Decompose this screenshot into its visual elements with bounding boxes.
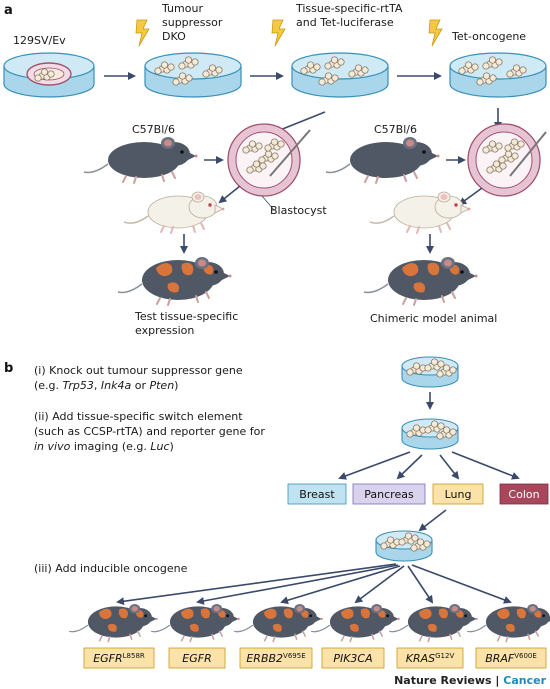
dish4-label: Tet-oncogene [451,30,526,43]
oncogene-mouse-icon [310,603,401,643]
oncogene-box: BRAFV600E [475,647,547,669]
oncogene-mouse-icon [68,603,159,643]
dish-b-1 [401,356,459,388]
step3: (iii) Add inducible oncogene [34,562,188,575]
mouse-right-label: C57Bl/6 [374,123,417,136]
oncogene-label: BRAFV600E [485,652,537,665]
oncogene-label: ERBB2V695E [246,652,305,665]
dish-tumour-suppressor-dko: Tumour suppressor DKO [135,2,242,98]
result-left-line1: Test tissue-specific [134,310,238,323]
blastocyst-left-icon [227,123,311,197]
journal-credit: Nature Reviews | Cancer [394,674,546,687]
tissue-label: Lung [445,488,472,501]
tissue-arrows [338,451,520,480]
oncogene-box: EGFR [168,647,226,669]
oncogene-box: PIK3CA [321,647,385,669]
result-right: Chimeric model animal [370,312,497,325]
dish3-label-line2: and Tet-luciferase [296,16,394,29]
oncogene-mouse-icon [466,603,550,643]
tissue-label: Colon [508,488,539,501]
dish-129sv-ev: 129SV/Ev [3,34,95,98]
tissue-label: Pancreas [364,488,414,501]
oncogene-arrows [116,563,512,606]
oncogene-mouse-icon [388,603,479,643]
dish2-label-line1: Tumour [161,2,203,15]
dish-tet-oncogene: Tet-oncogene [428,19,547,98]
arrow [218,185,241,204]
oncogene-label: KRASG12V [406,652,455,665]
lightning-icon [135,19,150,47]
dish3-label-line1: Tissue-specific-rtTA [295,2,403,15]
oncogene-mouse-icon [233,603,324,643]
dish2-label-line3: DKO [162,30,186,43]
result-left-line2: expression [135,324,194,337]
lightning-icon [428,19,443,47]
white-mouse-icon [123,191,226,234]
dish-tissue-specific-rtta: Tissue-specific-rtTA and Tet-luciferase [271,2,403,98]
c57bl6-mouse-icon [325,136,441,184]
mouse-left-label: C57Bl/6 [132,123,175,136]
tissue-box-pancreas: Pancreas [352,483,426,505]
lightning-icon [271,19,286,47]
c57bl6-mouse-icon [83,136,199,184]
oncogene-box: EGFRL858R [83,647,155,669]
dish2-label-line2: suppressor [162,16,223,29]
white-mouse-icon [369,191,472,234]
chimeric-mouse-right-icon [363,256,479,306]
dish-b-2 [401,418,459,450]
blastocyst-label: Blastocyst [270,204,327,217]
step2-line1: (ii) Add tissue-specific switch element [34,410,243,423]
tissue-box-colon: Colon [499,483,549,505]
tissue-box-breast: Breast [287,483,347,505]
step1-line1: (i) Knock out tumour suppressor gene [34,364,243,377]
arrow [418,509,447,532]
oncogene-label: EGFR [182,652,211,665]
blastocyst-right-icon [467,123,547,197]
step2-line3: in vivo imaging (e.g. Luc) [34,440,174,453]
step1-line2: (e.g. Trp53, Ink4a or Pten) [34,379,178,392]
oncogene-box: ERBB2V695E [239,647,313,669]
dish1-label: 129SV/Ev [13,34,66,47]
oncogene-box: KRASG12V [396,647,464,669]
panel-b-label: b [4,361,13,376]
panel-a-label: a [4,3,13,18]
tissue-box-lung: Lung [432,483,484,505]
dish-b-3 [375,530,433,562]
blastocyst-pointer [261,195,275,211]
oncogene-label: EGFRL858R [93,652,145,665]
chimeric-mouse-left-icon [117,256,233,306]
oncogene-label: PIK3CA [333,652,372,665]
arrow [458,187,483,206]
step2-line2: (such as CCSP-rtTA) and reporter gene fo… [34,425,265,438]
oncogene-mouse-icon [150,603,241,643]
tissue-label: Breast [299,488,335,501]
